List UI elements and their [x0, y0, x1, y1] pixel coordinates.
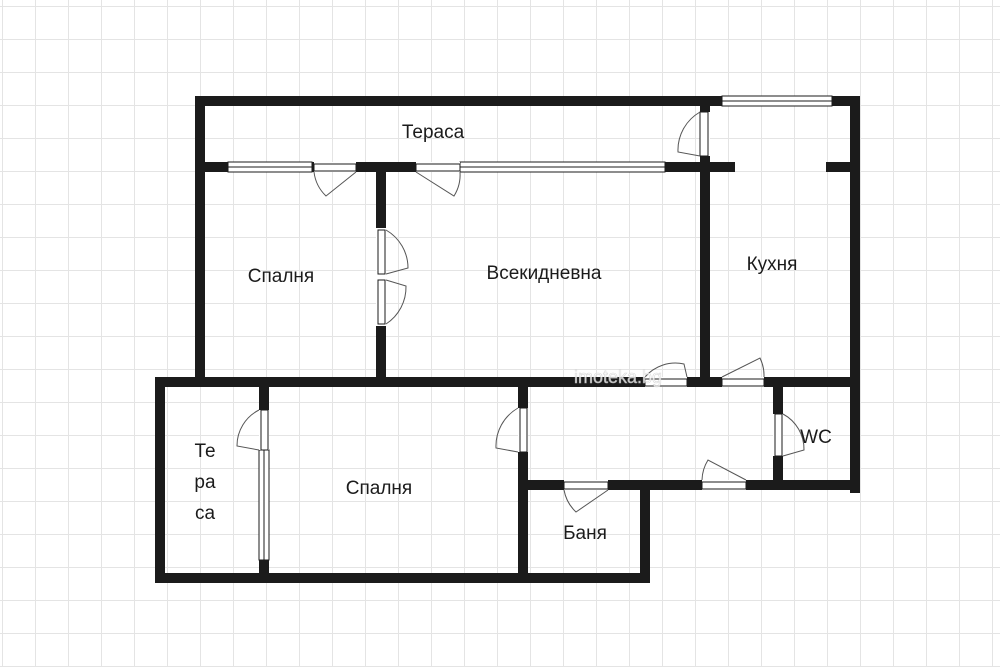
doors — [236, 111, 805, 513]
label-wc: WC — [800, 427, 832, 448]
watermark: imoteka.bg — [574, 367, 662, 387]
wall-kitchen-top-stub — [826, 162, 860, 172]
door-terrace-living — [415, 162, 461, 197]
door-kitchen-hall — [721, 357, 765, 387]
label-terrace-left-3: са — [195, 503, 216, 524]
door-bedroom-living — [376, 228, 409, 326]
window-left-terrace — [258, 449, 270, 561]
window-terrace-bedroom — [227, 161, 313, 173]
window-kitchen-top — [721, 95, 833, 107]
window-terrace-living — [459, 161, 666, 173]
label-kitchen: Кухня — [747, 254, 798, 275]
label-bedroom-1: Спалня — [248, 266, 314, 287]
label-terrace-left-1: Те — [194, 441, 215, 462]
wall-top — [195, 96, 859, 106]
wall-right — [850, 96, 860, 493]
door-living-hall — [644, 362, 688, 387]
wall-middle — [155, 377, 860, 387]
door-hall-bottom-right — [701, 459, 747, 490]
room-labels: Тераса Спалня Всекидневна Кухня WC Те ра… — [194, 122, 831, 544]
door-hall-wc — [773, 413, 805, 457]
door-terrace-bedroom — [313, 162, 357, 197]
windows — [227, 95, 833, 561]
wall-bottom — [155, 573, 650, 583]
label-terrace-top: Тераса — [402, 122, 465, 143]
door-bedroom2-hall — [495, 407, 528, 453]
label-living-room: Всекидневна — [487, 263, 602, 284]
wall-left-lower — [155, 377, 165, 583]
wall-bath-right — [640, 480, 650, 583]
door-terrace-kitchen — [677, 111, 710, 157]
label-bedroom-2: Спалня — [346, 478, 412, 499]
label-bathroom: Баня — [563, 523, 607, 544]
door-hall-bathroom — [563, 480, 609, 513]
wall-hall-bottom — [518, 480, 860, 490]
door-bedroom2-terrace — [236, 409, 269, 451]
wall-living-kitchen — [700, 96, 710, 386]
wall-left-upper — [195, 96, 205, 386]
label-terrace-left-2: ра — [194, 472, 216, 493]
